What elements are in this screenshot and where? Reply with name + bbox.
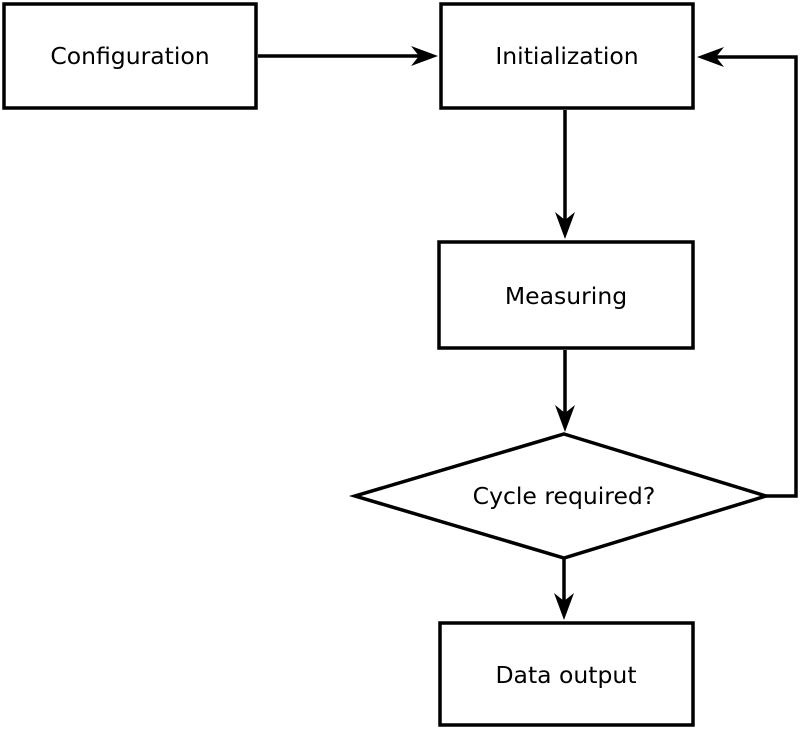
arrowhead-right-icon <box>411 46 438 66</box>
node-initialization: Initialization <box>439 2 695 110</box>
node-label: Data output <box>495 661 636 689</box>
edge-decision-to-data-output <box>554 558 574 620</box>
node-rect <box>439 2 695 110</box>
arrowhead-left-icon <box>697 47 724 67</box>
node-measuring: Measuring <box>437 240 695 350</box>
edge-line <box>706 55 798 498</box>
edge-measuring-to-decision <box>555 350 575 432</box>
arrowhead-down-icon <box>554 593 574 620</box>
edge-initialization-to-measuring <box>555 110 575 239</box>
node-rect <box>438 621 695 727</box>
node-cycle-required-decision: Cycle required? <box>348 432 772 560</box>
arrowhead-down-icon <box>555 405 575 432</box>
node-label: Configuration <box>50 42 209 70</box>
arrowhead-down-icon <box>555 212 575 239</box>
node-label: Measuring <box>505 282 627 310</box>
edge-configuration-to-initialization <box>258 46 438 66</box>
node-data-output: Data output <box>438 621 695 727</box>
node-rect <box>2 2 258 110</box>
node-diamond <box>348 432 772 560</box>
node-label: Cycle required? <box>473 482 656 510</box>
node-configuration: Configuration <box>2 2 258 110</box>
node-rect <box>437 240 695 350</box>
node-label: Initialization <box>495 42 638 70</box>
edge-decision-to-initialization-loop <box>697 47 798 498</box>
